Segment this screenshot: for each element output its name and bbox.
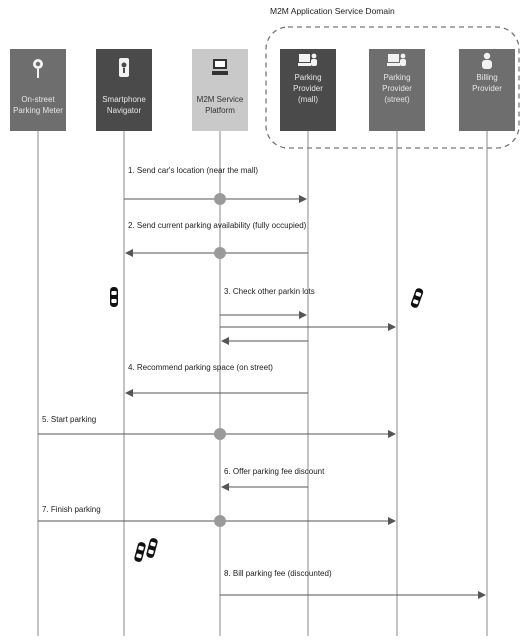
actor-label: Provider bbox=[472, 84, 502, 93]
domain-box bbox=[265, 26, 520, 149]
computer-user-icon bbox=[387, 53, 406, 66]
message-8: 6. Offer parking fee discount bbox=[221, 467, 325, 491]
message-label: 2. Send current parking availability (fu… bbox=[128, 221, 307, 230]
relay-node bbox=[214, 193, 226, 205]
message-label: 7. Finish parking bbox=[42, 505, 101, 514]
message-label: 1. Send car's location (near the mall) bbox=[128, 166, 258, 175]
relay-node bbox=[214, 428, 226, 440]
actor-label: Platform bbox=[205, 106, 235, 115]
actor-label: Navigator bbox=[107, 106, 142, 115]
car-icon bbox=[410, 288, 424, 308]
message-2: 2. Send current parking availability (fu… bbox=[125, 221, 308, 259]
message-9: 7. Finish parking bbox=[38, 505, 396, 527]
computer-user-icon bbox=[298, 53, 317, 66]
actor-label: Parking bbox=[383, 73, 410, 82]
actor-label: Provider bbox=[293, 84, 323, 93]
smartphone-icon bbox=[119, 58, 129, 77]
actor-label: Provider bbox=[382, 84, 412, 93]
message-label: 6. Offer parking fee discount bbox=[224, 467, 325, 476]
relay-node bbox=[214, 247, 226, 259]
message-label: 4. Recommend parking space (on street) bbox=[128, 363, 273, 372]
computer-icon bbox=[212, 59, 228, 75]
actor-label: M2M Service bbox=[197, 95, 244, 104]
car-icon bbox=[134, 542, 146, 562]
message-7: 5. Start parking bbox=[38, 415, 396, 440]
actor-box bbox=[369, 49, 425, 131]
message-1: 1. Send car's location (near the mall) bbox=[124, 166, 307, 205]
actor-label: (mall) bbox=[298, 95, 318, 104]
actor-label: On-street bbox=[21, 95, 55, 104]
actor-label: (street) bbox=[384, 95, 410, 104]
message-label: 5. Start parking bbox=[42, 415, 96, 424]
parking-meter-icon bbox=[33, 59, 43, 78]
message-label: 8. Bill parking fee (discounted) bbox=[224, 569, 332, 578]
domain-title: M2M Application Service Domain bbox=[270, 6, 395, 16]
message-10: 8. Bill parking fee (discounted) bbox=[220, 569, 486, 599]
relay-node bbox=[214, 515, 226, 527]
message-3: 3. Check other parkin lots bbox=[220, 287, 315, 319]
message-label: 3. Check other parkin lots bbox=[224, 287, 315, 296]
actor-box bbox=[280, 49, 336, 131]
actor-label: Smartphone bbox=[102, 95, 146, 104]
car-icon bbox=[146, 538, 158, 558]
actor-label: Billing bbox=[476, 73, 497, 82]
person-icon bbox=[482, 52, 492, 69]
message-6: 4. Recommend parking space (on street) bbox=[125, 363, 308, 397]
car-icon bbox=[110, 287, 118, 307]
actor-label: Parking Meter bbox=[13, 106, 63, 115]
actor-label: Parking bbox=[294, 73, 321, 82]
